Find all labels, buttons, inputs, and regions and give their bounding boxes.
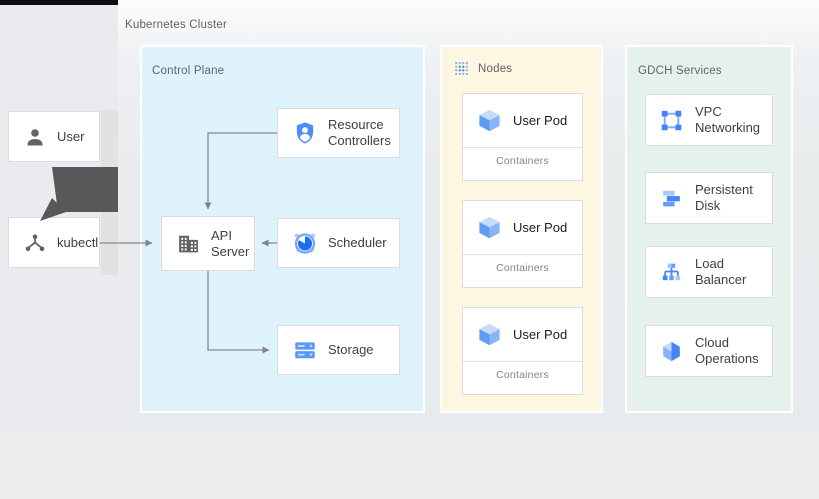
server-stack-icon [292,337,318,363]
load-balancer-label: Load Balancer [695,256,747,287]
user-pod-card: User Pod Containers [462,93,583,181]
resource-controllers-label: Resource Controllers [328,117,391,148]
dot-grid-icon [454,61,469,76]
resource-controllers-node: Resource Controllers [277,108,400,158]
alarm-clock-icon [292,230,318,256]
user-node: User [8,111,100,162]
scheduler-node: Scheduler [277,218,400,268]
user-pod-head: User Pod [463,201,582,254]
user-pod-title: User Pod [513,220,568,235]
storage-node: Storage [277,325,400,375]
cube-icon [476,107,503,134]
user-lane-shade [101,110,118,275]
hub-icon [23,231,47,255]
building-icon [176,231,201,256]
gdch-services-label: GDCH Services [638,65,722,77]
control-plane-label: Control Plane [152,65,225,77]
user-pod-title: User Pod [513,113,568,128]
nodes-label: Nodes [478,62,513,75]
persistent-disk-label: Persistent Disk [695,182,753,213]
load-balancer-card: Load Balancer [645,246,773,298]
load-balancer-icon [659,260,684,285]
user-pod-title: User Pod [513,327,568,342]
user-pod-card: User Pod Containers [462,307,583,395]
page-footer-background [0,433,819,499]
scheduler-label: Scheduler [328,235,387,251]
user-pod-head: User Pod [463,94,582,147]
disk-icon [659,186,684,211]
person-icon [23,125,47,149]
user-pod-head: User Pod [463,308,582,361]
cloud-operations-label: Cloud Operations [695,335,759,366]
cluster-title: Kubernetes Cluster [125,19,228,31]
user-pod-card: User Pod Containers [462,200,583,288]
cube-icon [476,321,503,348]
user-label: User [57,128,85,144]
vpc-networking-label: VPC Networking [695,104,761,135]
api-server-node: API Server [161,216,255,271]
storage-label: Storage [328,342,374,358]
shield-user-icon [292,120,318,146]
kubectl-label: kubectl [57,234,99,250]
cube-icon [476,214,503,241]
cloud-ops-icon [659,339,684,364]
containers-label: Containers [463,147,582,167]
kubectl-node: kubectl [8,217,100,268]
vpc-networking-card: VPC Networking [645,94,773,146]
vpc-icon [659,108,684,133]
containers-label: Containers [463,361,582,381]
containers-label: Containers [463,254,582,274]
top-black-bar [0,0,118,5]
persistent-disk-card: Persistent Disk [645,172,773,224]
api-server-label: API Server [211,227,250,259]
nodes-header: Nodes [454,61,512,76]
cloud-operations-card: Cloud Operations [645,325,773,377]
